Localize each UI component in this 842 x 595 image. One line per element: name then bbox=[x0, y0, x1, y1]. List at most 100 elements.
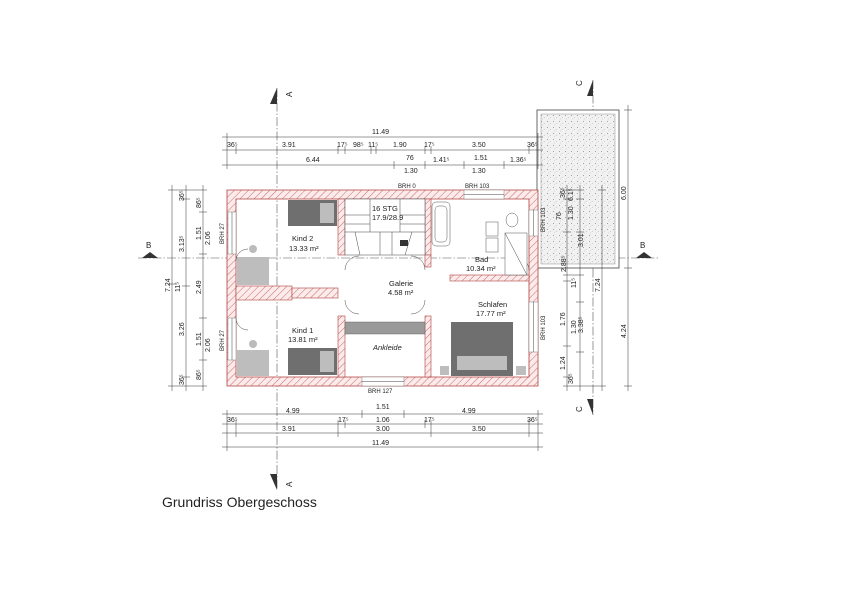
dim-bottom-r1-2: 4.99 bbox=[462, 408, 476, 415]
stair-ratio: 17.9/28.9 bbox=[372, 213, 403, 222]
dim-left-inner-5: 2.06 bbox=[205, 338, 212, 352]
section-label-b-left: B bbox=[146, 241, 151, 250]
brh-right-upper: BRH 103 bbox=[541, 207, 547, 232]
dim-left-inner-4: 1.51 bbox=[196, 332, 203, 346]
room-galerie-name: Galerie bbox=[389, 279, 413, 288]
dim-right-inner-2: 6.1⁵ bbox=[568, 188, 575, 201]
dim-left-outer-1: 11⁵ bbox=[175, 282, 182, 292]
dim-right-outer-1: 4.24 bbox=[621, 324, 628, 338]
dim-right-inner-5: 2.88⁵ bbox=[561, 255, 568, 272]
room-bad-name: Bad bbox=[475, 255, 488, 264]
dim-bottom-r2-3: 17⁵ bbox=[424, 417, 435, 424]
dimensions-left: 7.24 11⁵ 36⁵ 3.13⁵ 3.26 36⁵ 86⁵ 1.51 2.0… bbox=[165, 185, 212, 391]
brh-top-left: BRH 0 bbox=[398, 184, 416, 190]
dim-right-inner-8: 1.76 bbox=[560, 312, 567, 326]
dim-right-inner-6: 11⁵ bbox=[571, 278, 578, 288]
dim-left-inner-2: 2.06 bbox=[205, 231, 212, 245]
dim-top-sub-0: 1.30 bbox=[404, 168, 418, 175]
dim-right-inner-0: 36⁵ bbox=[560, 187, 567, 198]
dim-top-r3-3: 1.51 bbox=[474, 155, 488, 162]
section-label-b-right: B bbox=[640, 241, 645, 250]
dim-top-r2-0: 36⁵ bbox=[227, 142, 238, 149]
dim-top-r2-2: 17⁵ bbox=[337, 142, 348, 149]
dimensions-bottom: 4.99 1.51 4.99 36⁵ 17⁵ 1.06 17⁵ 36⁵ 3.91… bbox=[222, 404, 543, 451]
drawing-title: Grundriss Obergeschoss bbox=[162, 494, 317, 510]
dim-top-r2-7: 3.50 bbox=[472, 142, 486, 149]
dim-left-inner-6: 86⁵ bbox=[196, 369, 203, 380]
furniture bbox=[237, 200, 526, 376]
dim-left-outer-0: 7.24 bbox=[165, 278, 172, 292]
brh-right-lower: BRH 103 bbox=[541, 315, 547, 340]
brh-bottom: BRH 127 bbox=[368, 389, 393, 395]
dim-bottom-total: 11.49 bbox=[372, 440, 389, 447]
section-marker-b-right: B bbox=[636, 241, 652, 258]
room-schlafen-name: Schlafen bbox=[478, 300, 507, 309]
room-labels: Kind 2 13.33 m² Kind 1 13.81 m² 16 STG 1… bbox=[288, 204, 507, 352]
dim-top-r2-5: 1.90 bbox=[393, 142, 407, 149]
dim-top-r3-2: 1.41⁵ bbox=[433, 157, 450, 164]
dim-bottom-r2-2: 1.06 bbox=[376, 417, 390, 424]
dim-left-inner-3: 2.49 bbox=[196, 280, 203, 294]
brh-left-lower: BRH 27 bbox=[220, 329, 226, 351]
dim-top-sub-1: 1.30 bbox=[472, 168, 486, 175]
room-kind2-area: 13.33 m² bbox=[289, 244, 319, 253]
dim-top-total: 11.49 bbox=[372, 129, 389, 136]
section-label-a-bottom: A bbox=[285, 481, 294, 487]
dim-right-inner-11: 36⁵ bbox=[568, 373, 575, 384]
room-kind1-name: Kind 1 bbox=[292, 326, 313, 335]
staircase bbox=[344, 198, 426, 256]
dim-right-inner-1: 76 bbox=[556, 212, 563, 220]
dim-left-mid-3: 36⁵ bbox=[179, 374, 186, 385]
dim-top-r2-8: 36⁵ bbox=[527, 142, 538, 149]
dim-left-mid-1: 3.13⁵ bbox=[179, 235, 186, 252]
dim-left-inner-0: 86⁵ bbox=[196, 197, 203, 208]
dim-left-inner-1: 1.51 bbox=[196, 226, 203, 240]
dim-top-r3-1: 76 bbox=[406, 155, 414, 162]
brh-labels: BRH 0 BRH 103 BRH 127 BRH 27 BRH 27 BRH … bbox=[220, 184, 547, 395]
section-marker-a-bottom: A bbox=[270, 474, 294, 490]
section-marker-b-left: B bbox=[142, 241, 158, 258]
dimensions-top: 11.49 36⁵ 3.91 17⁵ 98⁵ 11⁵ 1.90 17⁵ 3.50… bbox=[222, 129, 543, 175]
dim-bottom-r1-0: 4.99 bbox=[286, 408, 300, 415]
dim-top-r2-1: 3.91 bbox=[282, 142, 296, 149]
section-label-a-top: A bbox=[285, 91, 294, 97]
room-ankleide-name: Ankleide bbox=[372, 343, 402, 352]
brh-top-right: BRH 103 bbox=[465, 184, 490, 190]
dim-left-mid-0: 36⁵ bbox=[179, 190, 186, 201]
bathroom-fixtures bbox=[431, 201, 528, 276]
dim-top-r2-6: 17⁵ bbox=[424, 142, 435, 149]
room-schlafen-area: 17.77 m² bbox=[476, 309, 506, 318]
dim-right-inner-9: 1.30 bbox=[571, 320, 578, 334]
section-marker-c-top: C bbox=[575, 80, 593, 96]
interior-walls bbox=[235, 198, 530, 378]
windows bbox=[227, 189, 539, 387]
dim-bottom-r2-4: 36⁵ bbox=[527, 417, 538, 424]
room-galerie-area: 4.58 m² bbox=[388, 288, 414, 297]
terrace bbox=[536, 109, 620, 269]
dim-right-inner-7: 3.38⁵ bbox=[578, 316, 585, 333]
dim-right-mid-0: 7.24 bbox=[595, 278, 602, 292]
dim-right-inner-3: 1.30 bbox=[568, 206, 575, 220]
dimensions-right: 6.00 4.24 7.24 36⁵ 76 6.1⁵ 1.30 3.01 2.8… bbox=[556, 105, 632, 391]
dim-top-r3-0: 6.44 bbox=[306, 157, 320, 164]
room-bad-area: 10.34 m² bbox=[466, 264, 496, 273]
dim-top-r2-3: 98⁵ bbox=[353, 142, 364, 149]
room-kind1-area: 13.81 m² bbox=[288, 335, 318, 344]
dim-bottom-r3-2: 3.50 bbox=[472, 426, 486, 433]
brh-left-upper: BRH 27 bbox=[220, 222, 226, 244]
room-kind2-name: Kind 2 bbox=[292, 234, 313, 243]
dim-bottom-r3-1: 3.00 bbox=[376, 426, 390, 433]
dim-bottom-r2-0: 36⁵ bbox=[227, 417, 238, 424]
exterior-walls bbox=[226, 189, 539, 387]
section-label-c-bottom: C bbox=[575, 406, 584, 412]
stair-steps: 16 STG bbox=[372, 204, 398, 213]
dim-bottom-r3-0: 3.91 bbox=[282, 426, 296, 433]
dim-bottom-r2-1: 17⁵ bbox=[338, 417, 349, 424]
dim-left-mid-2: 3.26 bbox=[179, 322, 186, 336]
dim-top-r3-4: 1.36⁵ bbox=[510, 157, 527, 164]
section-marker-a-top: A bbox=[270, 88, 294, 104]
section-marker-c-bottom: C bbox=[575, 399, 593, 415]
section-label-c-top: C bbox=[575, 80, 584, 86]
dim-bottom-r1-1: 1.51 bbox=[376, 404, 390, 411]
